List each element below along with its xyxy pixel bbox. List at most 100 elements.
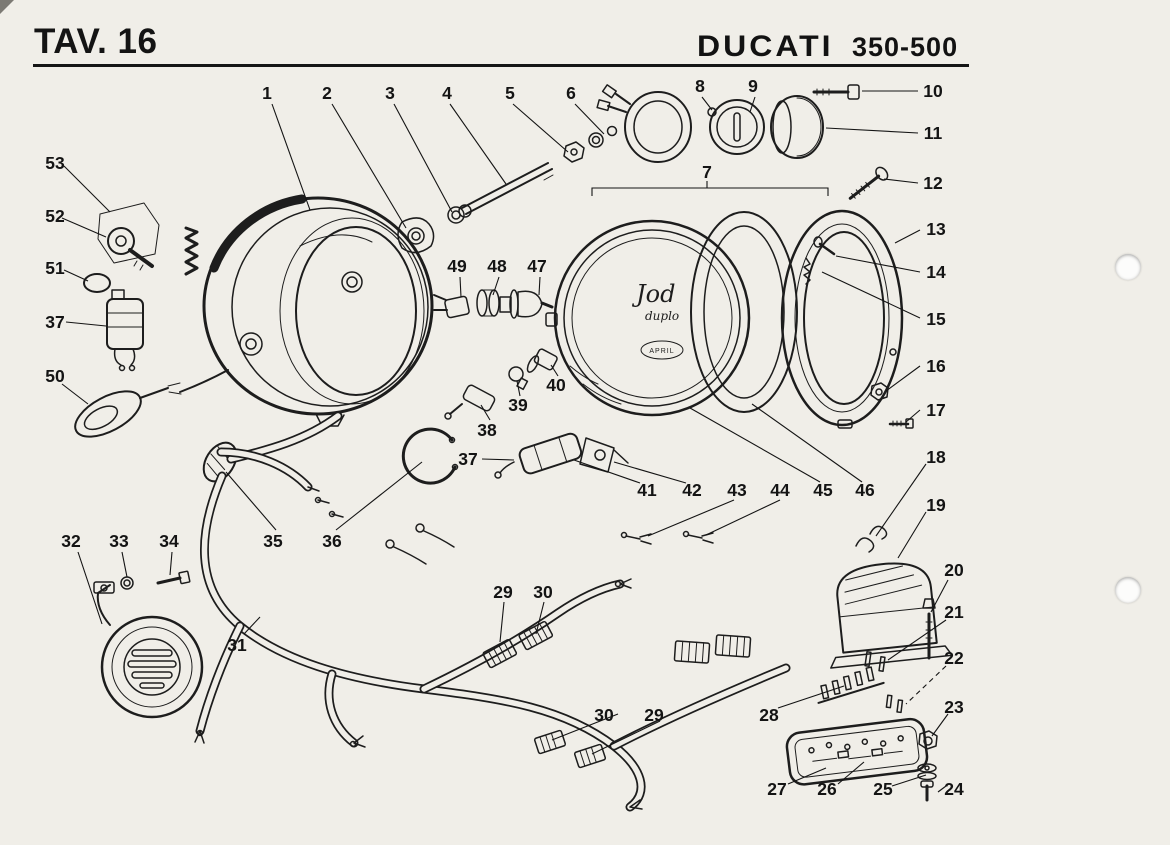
leader-line <box>331 103 407 229</box>
callout-42: 42 <box>682 480 702 500</box>
harness-connector <box>518 620 554 651</box>
leader-line <box>837 761 865 785</box>
callout-15: 15 <box>926 309 946 329</box>
callout-22: 22 <box>944 648 964 668</box>
bulb-connector <box>433 294 470 319</box>
terminal-board <box>785 694 929 786</box>
regulator-pins <box>864 651 886 672</box>
callout-51: 51 <box>45 258 65 278</box>
washer-small <box>588 125 618 148</box>
horn-bolt <box>156 570 191 585</box>
switch-cover <box>770 95 824 159</box>
leader-line <box>480 404 491 421</box>
callout-45: 45 <box>813 480 833 500</box>
bulb-socket-holder <box>444 384 496 420</box>
leader-line <box>705 499 781 536</box>
leader-line <box>777 685 845 709</box>
leader-line <box>751 403 863 483</box>
leader-line <box>492 276 500 296</box>
callout-14: 14 <box>926 262 946 282</box>
plate-title: TAV. 16 <box>34 22 158 61</box>
leader-line <box>749 96 756 113</box>
leader-line <box>930 579 949 613</box>
pilot-bulb <box>508 366 529 391</box>
callout-17: 17 <box>926 400 945 420</box>
bolt <box>812 84 860 100</box>
headlamp-shell <box>184 194 434 427</box>
callout-8: 8 <box>695 76 705 96</box>
callout-50: 50 <box>45 366 65 386</box>
punch-hole-top <box>1115 254 1141 280</box>
ignition-switch-body <box>596 84 717 163</box>
leader-line <box>891 774 927 787</box>
leader-line <box>689 407 821 483</box>
lens-gasket <box>690 211 798 413</box>
leader-line <box>613 461 687 484</box>
board-nut <box>918 730 938 750</box>
callout-53: 53 <box>45 153 65 173</box>
callout-12: 12 <box>923 173 943 193</box>
callout-29: 29 <box>644 705 664 725</box>
callout-13: 13 <box>926 219 946 239</box>
callout-24: 24 <box>944 779 964 799</box>
rim-nut <box>870 382 889 401</box>
leader-line <box>551 713 619 741</box>
leader-line <box>573 459 641 484</box>
pilot-socket <box>526 348 558 373</box>
leader-line <box>591 720 661 755</box>
group-7-bracket <box>591 181 829 196</box>
leader-line <box>574 103 605 135</box>
callout-34: 34 <box>159 531 179 551</box>
callout-35: 35 <box>263 531 283 551</box>
board-screw <box>920 780 934 802</box>
leader-lines <box>61 90 949 793</box>
retaining-ring <box>401 427 459 485</box>
callout-29: 29 <box>493 582 513 602</box>
leader-line <box>459 276 462 298</box>
leader-line <box>701 96 713 111</box>
leader-line <box>550 364 559 377</box>
leader-line <box>885 365 921 392</box>
regulator-bolt <box>922 598 936 660</box>
threaded-rod <box>458 162 554 218</box>
callout-43: 43 <box>727 480 747 500</box>
leader-line <box>538 276 541 296</box>
leader-line <box>894 229 921 244</box>
callout-33: 33 <box>109 531 129 551</box>
callout-37: 37 <box>458 449 477 469</box>
harness-connector <box>673 640 711 664</box>
leader-line <box>897 511 927 559</box>
headlamp-rim <box>780 209 904 429</box>
leader-line <box>225 471 277 531</box>
mounting-bracket <box>397 217 435 254</box>
leader-line <box>65 321 107 327</box>
callout-52: 52 <box>45 206 65 226</box>
callout-40: 40 <box>546 375 566 395</box>
key-blank-outline <box>97 202 160 264</box>
connector-strip <box>817 666 885 704</box>
punch-hole-bottom <box>1115 577 1141 603</box>
horn-washer <box>120 576 134 590</box>
leader-line <box>835 255 921 273</box>
callout-31: 31 <box>227 635 247 655</box>
condenser-bracket <box>579 437 629 473</box>
bulb-holder <box>476 289 500 317</box>
callout-9: 9 <box>748 76 758 96</box>
leader-line <box>61 383 89 405</box>
leader-line <box>393 103 453 213</box>
callout-49: 49 <box>447 256 467 276</box>
callout-27: 27 <box>767 779 786 799</box>
leader-line <box>63 165 111 213</box>
callout-21: 21 <box>944 602 964 622</box>
model-range: 350-500 <box>852 32 959 62</box>
leader-line <box>271 103 311 211</box>
leader-line <box>481 458 515 461</box>
callout-18: 18 <box>926 447 946 467</box>
leader-line <box>516 380 521 397</box>
dip-lever <box>74 369 229 438</box>
callout-41: 41 <box>637 480 657 500</box>
leader-line <box>821 271 921 319</box>
harness-terminals <box>194 486 643 810</box>
leader-line <box>512 103 569 153</box>
